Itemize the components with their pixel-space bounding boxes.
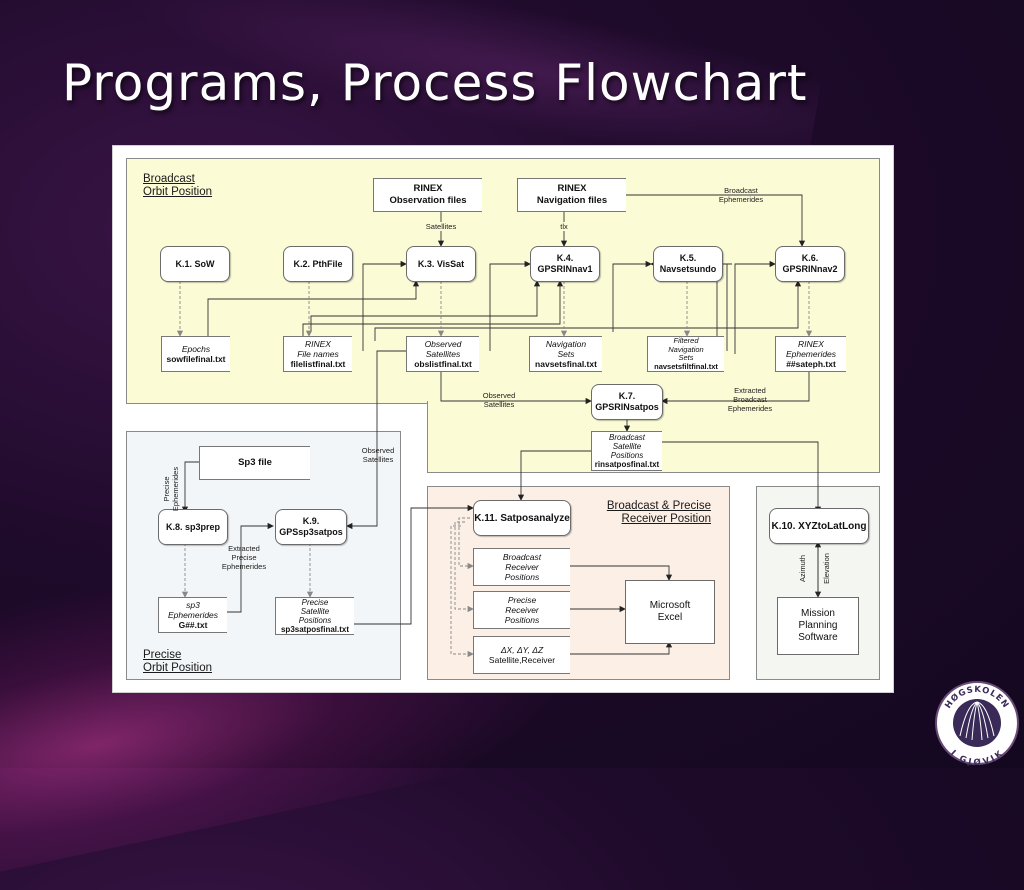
label-tlx: tlx [554, 222, 574, 231]
program-k10-xyztolatlong: K.10. XYZtoLatLong [769, 508, 869, 544]
sp3-file: Sp3 file [199, 446, 310, 480]
label-satellites: Satellites [421, 222, 461, 231]
label-azimuth: Azimuth [798, 554, 808, 583]
program-k1-sow: K.1. SoW [160, 246, 230, 282]
program-k8-sp3prep: K.8. sp3prep [158, 509, 228, 545]
hig-logo: HØGSKOLEN I GJØVIK [935, 681, 1019, 766]
program-k11-satposanalyze: K.11. Satposanalyze [473, 500, 571, 536]
program-k9-gpssp3satpos: K.9.GPSsp3satpos [275, 509, 347, 545]
program-k6-gpsrinnav2: K.6.GPSRINnav2 [775, 246, 845, 282]
slide-title: Programs, Process Flowchart [62, 54, 808, 112]
program-k5-navsetsundo: K.5.Navsetsundo [653, 246, 723, 282]
program-k7-gpsrinsatpos: K.7.GPSRINsatpos [591, 384, 663, 420]
broadcast-orbit-zone [126, 158, 880, 404]
label-elevation: Elevation [821, 553, 831, 584]
program-k4-gpsrinnav1: K.4.GPSRINnav1 [530, 246, 600, 282]
program-k3-vissat: K.3. VisSat [406, 246, 476, 282]
program-k2-pthfile: K.2. PthFile [283, 246, 353, 282]
